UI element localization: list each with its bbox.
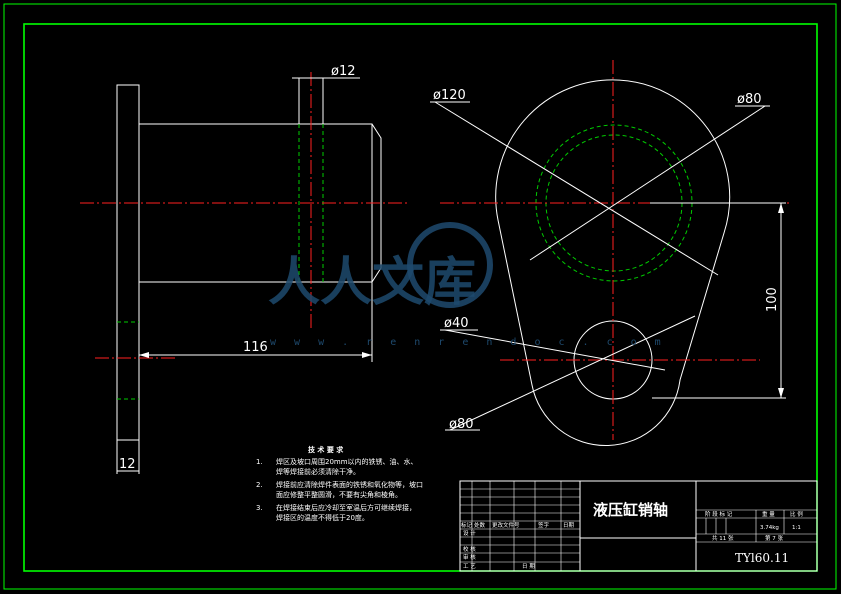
tb-rev-h3: 更改文件号 bbox=[492, 521, 520, 529]
tb-sheet-no: 第 7 张 bbox=[765, 534, 783, 542]
shaft-outline bbox=[139, 123, 382, 283]
tb-frame bbox=[459, 480, 818, 572]
dim-bore-diameter: ø80 bbox=[737, 92, 762, 107]
note-3-line-2: 焊接区的温度不得低于20度。 bbox=[276, 513, 369, 522]
tb-rev-h4: 签字 bbox=[538, 521, 550, 529]
note-1-line-2: 焊等焊接前必须清除干净。 bbox=[276, 467, 360, 476]
watermark-url: w w w . r e n r e n d o c . c o m bbox=[270, 337, 667, 348]
tb-rev-h2: 处数 bbox=[474, 521, 486, 529]
lug-outline bbox=[495, 79, 731, 447]
dim-outer-diameter: ø120 bbox=[433, 88, 466, 103]
note-1-line-1: 焊区及坡口周围20mm以内的铁锈、油、水、 bbox=[276, 457, 418, 466]
note-2-num: 2. bbox=[256, 481, 263, 489]
leader-80 bbox=[529, 105, 766, 261]
tb-rev-h5: 日期 bbox=[563, 522, 575, 529]
dim-116-arrow-l bbox=[139, 352, 149, 358]
tb-part-name: 液压缸销轴 bbox=[593, 501, 668, 519]
note-2-line-2: 面应修整平整圆滑，不要有尖角和棱角。 bbox=[276, 490, 402, 499]
dim-center-distance: 100 bbox=[765, 287, 780, 312]
tb-role-design: 设 计 bbox=[463, 529, 476, 537]
tb-rev-grid bbox=[460, 481, 580, 571]
tb-right-grid bbox=[696, 509, 817, 543]
tb-role-process: 工 艺 bbox=[463, 563, 476, 570]
dim-hole-diameter: ø40 bbox=[444, 316, 469, 331]
inner-frame bbox=[23, 23, 818, 572]
tb-scale-label: 比 例 bbox=[790, 510, 803, 518]
tb-role-review: 审 核 bbox=[463, 553, 476, 561]
dim-length: 116 bbox=[243, 340, 268, 355]
dim-flange-thickness: 12 bbox=[119, 457, 136, 472]
dim-100-arrow-bot bbox=[778, 388, 784, 398]
tb-role-check: 校 核 bbox=[463, 545, 476, 553]
dim-pin-diameter: ø12 bbox=[331, 64, 356, 79]
tb-date-label: 日 期 bbox=[522, 563, 535, 570]
title-block: 标记 处数 更改文件号 签字 日期 设 计 校 核 审 核 工 艺 日 期 液压… bbox=[459, 480, 818, 572]
notes-heading: 技 术 要 求 bbox=[308, 445, 344, 454]
watermark-text: 人人文库 bbox=[268, 252, 476, 313]
tb-rev-h1: 标记 bbox=[461, 521, 473, 529]
tb-weight-value: 3.74kg bbox=[760, 525, 779, 531]
note-3-num: 3. bbox=[256, 504, 263, 512]
dim-boss-diameter: ø80 bbox=[449, 417, 474, 432]
front-view: ø120 ø80 ø40 ø80 100 bbox=[430, 60, 790, 447]
tb-drawing-no: TYl60.11 bbox=[735, 551, 789, 565]
note-2-line-1: 焊接前应清除焊件表面的铁锈和氧化物等，坡口 bbox=[276, 480, 423, 489]
leader-80b bbox=[449, 315, 696, 431]
leader-40 bbox=[444, 329, 666, 371]
dim-116-arrow-r bbox=[362, 352, 372, 358]
technical-notes: 技 术 要 求 1. 焊区及坡口周围20mm以内的铁锈、油、水、 焊等焊接前必须… bbox=[256, 445, 423, 522]
note-1-num: 1. bbox=[256, 458, 263, 466]
side-view: ø12 116 12 bbox=[80, 64, 410, 474]
watermark-ring bbox=[407, 222, 493, 308]
leader-120 bbox=[434, 101, 719, 276]
watermark: 人人文库 w w w . r e n r e n d o c . c o m bbox=[268, 222, 667, 348]
tb-scale-value: 1:1 bbox=[792, 525, 801, 531]
outer-border bbox=[3, 3, 837, 590]
flange bbox=[116, 84, 140, 472]
tb-stage-label: 阶 段 标 记 bbox=[705, 510, 733, 518]
dim-100-arrow-top bbox=[778, 203, 784, 213]
tb-weight-label: 重 量 bbox=[762, 510, 775, 518]
tb-sheets-total: 共 11 张 bbox=[712, 534, 734, 542]
note-3-line-1: 在焊接结束后应冷却至室温后方可继续焊接， bbox=[276, 503, 416, 512]
